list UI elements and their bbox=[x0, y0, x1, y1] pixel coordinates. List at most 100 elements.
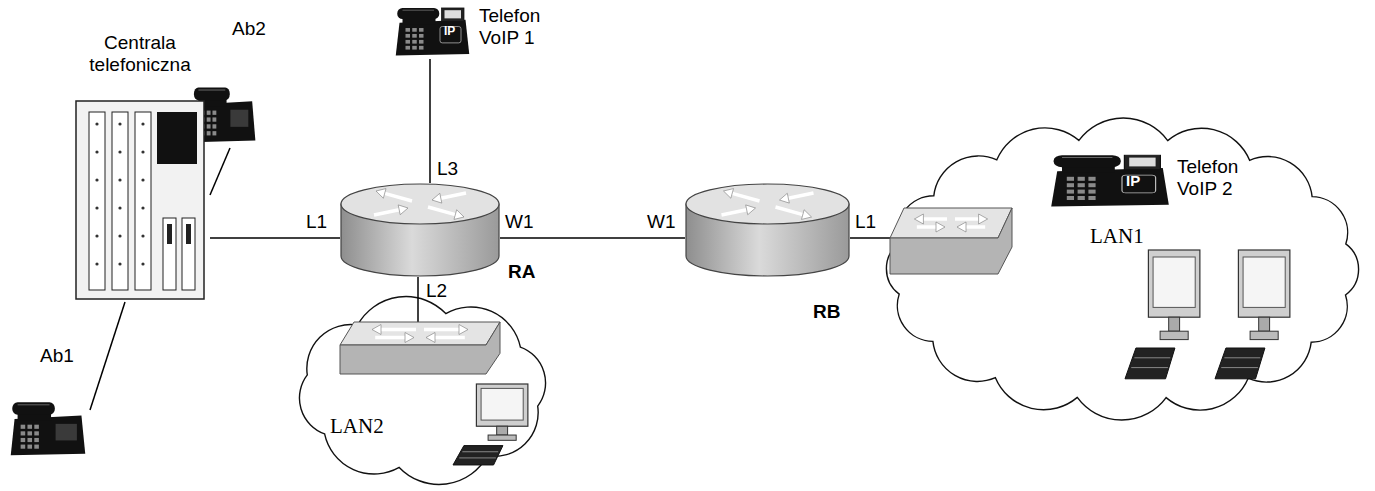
display-screen bbox=[445, 10, 462, 18]
phone-key bbox=[1078, 190, 1085, 194]
card-led bbox=[95, 262, 98, 265]
switch-top bbox=[890, 208, 1012, 238]
pbx-card bbox=[182, 218, 195, 290]
pc-icon bbox=[1125, 250, 1200, 379]
phone-key bbox=[212, 117, 216, 121]
phone-key bbox=[1088, 177, 1095, 181]
phone-key bbox=[34, 431, 39, 435]
network-link bbox=[850, 237, 875, 239]
phone-display bbox=[1124, 155, 1160, 169]
phone-key bbox=[27, 431, 32, 435]
network-link bbox=[429, 59, 431, 183]
arrow-head bbox=[957, 222, 966, 232]
phone-key bbox=[1088, 196, 1095, 200]
switch-symbol bbox=[890, 208, 1012, 274]
arrow-shaft bbox=[375, 336, 405, 340]
phone-body bbox=[11, 416, 85, 456]
voip-phone: Telefon VoIP 2 bbox=[1050, 150, 1265, 212]
handset-highlight bbox=[198, 89, 225, 90]
card-slot bbox=[167, 224, 172, 244]
switch-front bbox=[340, 322, 500, 374]
lan-cloud: LAN2 bbox=[285, 292, 560, 489]
handset-highlight bbox=[403, 10, 435, 11]
card-led bbox=[118, 234, 121, 237]
pc-keyboard bbox=[453, 446, 503, 465]
pc-screen bbox=[1243, 257, 1285, 307]
pc-monitor bbox=[476, 384, 527, 426]
card-led bbox=[141, 122, 144, 125]
phone-key bbox=[21, 425, 26, 429]
arrow-head bbox=[936, 222, 945, 232]
phone-key bbox=[212, 124, 216, 128]
pc-keyboard bbox=[1215, 348, 1265, 379]
pbx-card bbox=[89, 112, 105, 290]
router-arrows bbox=[722, 189, 814, 220]
phone-key bbox=[1067, 196, 1074, 200]
phone-display bbox=[442, 8, 465, 21]
arrow-head bbox=[979, 214, 988, 224]
node-label: Ab2 bbox=[232, 18, 276, 40]
arrow-shaft bbox=[923, 217, 947, 221]
pbx-card bbox=[163, 218, 176, 290]
pc-keys bbox=[1131, 358, 1170, 368]
arrow-head bbox=[405, 333, 414, 343]
exchange-icon bbox=[75, 100, 205, 300]
arrow-shaft bbox=[435, 336, 465, 340]
port-label: L2 bbox=[426, 280, 447, 302]
phone-key bbox=[34, 425, 39, 429]
card-led bbox=[95, 150, 98, 153]
phone-key bbox=[412, 34, 417, 38]
card-led bbox=[95, 206, 98, 209]
brand-frame bbox=[1122, 175, 1156, 193]
phone-key bbox=[212, 131, 216, 135]
voip-phone: Telefon VoIP 1 bbox=[393, 3, 565, 59]
phone-handset bbox=[1054, 155, 1121, 167]
wire bbox=[417, 292, 419, 322]
network-link bbox=[500, 237, 685, 239]
phone-handset bbox=[12, 402, 55, 414]
phone-key bbox=[1078, 177, 1085, 181]
phone-key bbox=[21, 445, 26, 449]
card-led bbox=[118, 206, 121, 209]
pc-base bbox=[1160, 331, 1188, 339]
analog-phone: Ab1 bbox=[10, 345, 90, 460]
pc-stand bbox=[497, 426, 508, 435]
arrow-head bbox=[801, 210, 811, 220]
pc-monitor bbox=[1238, 250, 1289, 317]
card-led bbox=[95, 178, 98, 181]
arrow-head bbox=[376, 189, 386, 199]
card-led bbox=[141, 178, 144, 181]
arrow-head bbox=[914, 214, 923, 224]
phone-key bbox=[207, 117, 211, 121]
pc-base bbox=[488, 435, 516, 440]
arrow-head bbox=[459, 325, 468, 335]
router-arrows bbox=[374, 189, 466, 220]
cloud-path bbox=[299, 297, 545, 485]
network-link bbox=[90, 302, 125, 410]
phone-panel bbox=[230, 110, 248, 127]
node-label: LAN2 bbox=[330, 414, 390, 438]
pc-monitor bbox=[1148, 250, 1199, 317]
phone-panel bbox=[56, 424, 77, 441]
card-led bbox=[95, 234, 98, 237]
phone-key bbox=[207, 111, 211, 115]
telephone-exchange: Centrala telefoniczna bbox=[70, 32, 210, 302]
card-led bbox=[141, 150, 144, 153]
arrow-head bbox=[426, 333, 435, 343]
phone-key bbox=[212, 111, 216, 115]
router: RA bbox=[340, 183, 500, 277]
node-label: Telefon VoIP 1 bbox=[479, 5, 563, 49]
network-link bbox=[210, 237, 340, 239]
phone-key bbox=[1078, 183, 1085, 187]
handset-highlight bbox=[1062, 157, 1112, 158]
arrow-head bbox=[454, 210, 464, 220]
cloud-outline bbox=[875, 118, 1370, 420]
phone-key bbox=[419, 46, 424, 50]
phone-key bbox=[1067, 183, 1074, 187]
phone-key bbox=[1088, 190, 1095, 194]
phone-key bbox=[1067, 190, 1074, 194]
pbx-cabinet bbox=[76, 101, 204, 299]
arrow-head bbox=[398, 205, 408, 215]
pc-keys bbox=[1221, 358, 1260, 368]
